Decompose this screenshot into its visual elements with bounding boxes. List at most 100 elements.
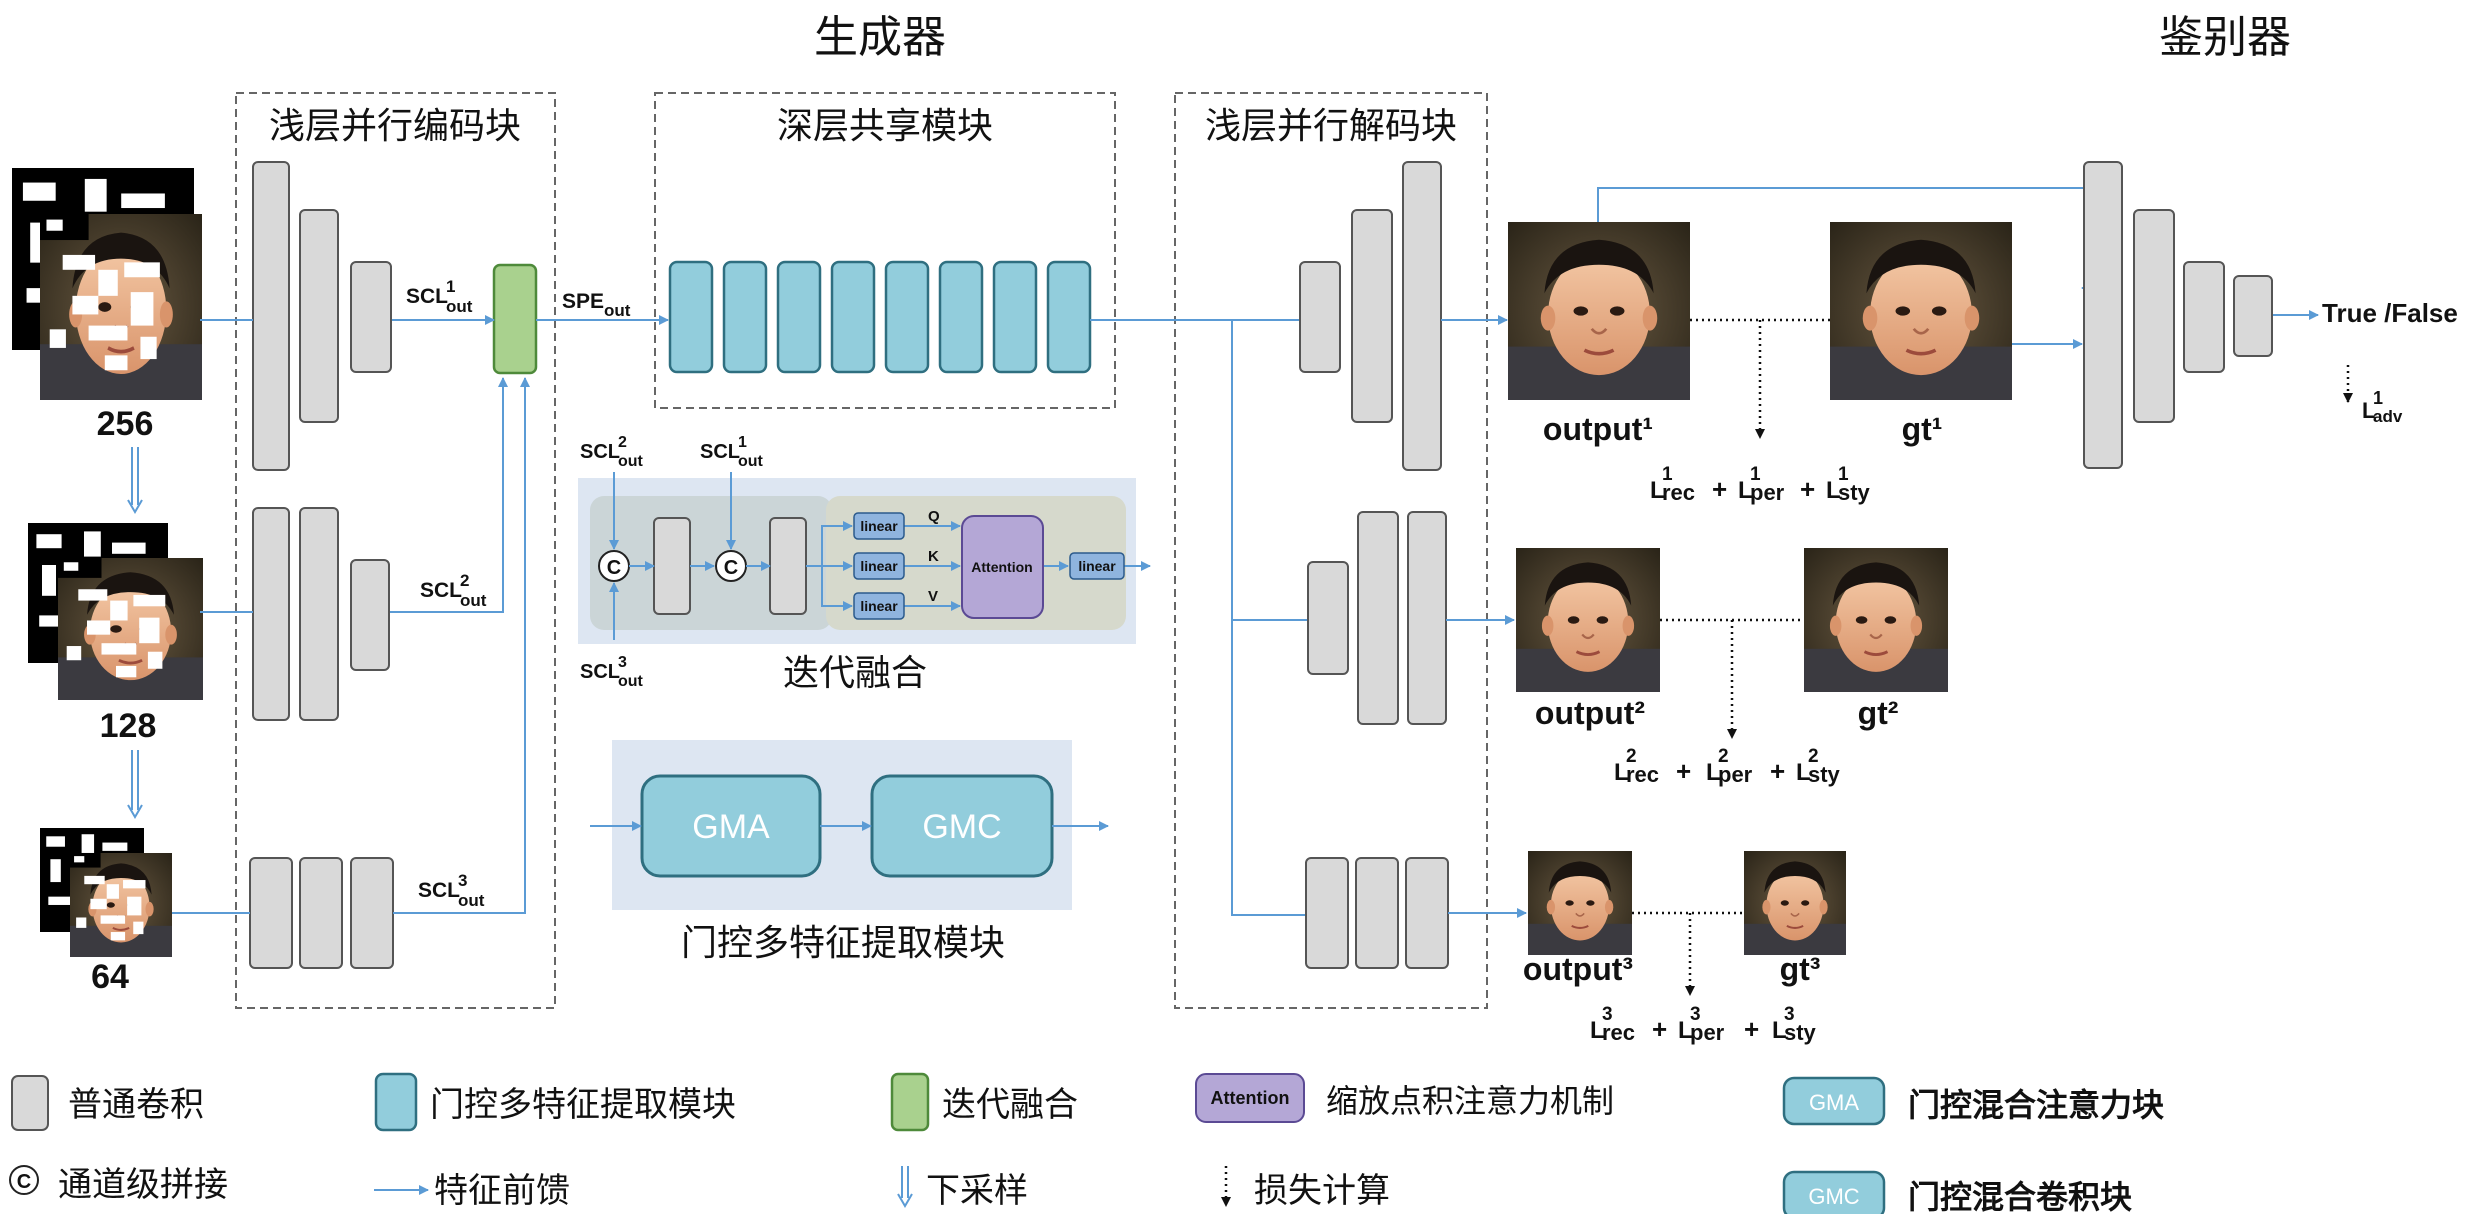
svg-text:out: out [618,673,644,690]
gt-2-image [1804,548,1948,692]
decoder-conv-blocks [1299,161,1449,969]
q-label: Q [928,508,940,525]
svg-text:1: 1 [1838,464,1849,485]
decoder-box [1174,92,1488,1009]
true-false-label: True /False [2322,298,2458,328]
scale-256: 256 [97,405,154,443]
scale-128: 128 [100,707,157,745]
legend-gmc-box-label: GMC [1808,1184,1859,1209]
gmfe-title: 门控多特征提取模块 [681,923,1005,964]
gt-3-label: gt³ [1780,951,1821,987]
legend-gma-swatch [1782,1076,1886,1126]
legend-attention-label: 缩放点积注意力机制 [1326,1082,1614,1120]
legend-loss-label: 损失计算 [1254,1171,1390,1211]
fusion-block [492,263,538,375]
decoder-title: 浅层并行解码块 [1205,106,1457,147]
output-1-label: output¹ [1543,411,1653,447]
legend-conv-label: 普通卷积 [68,1085,204,1125]
legend-down-arrow [897,1166,913,1208]
svg-text:3: 3 [458,871,467,890]
output-1-image [1508,222,1690,400]
svg-text:+: + [1676,756,1691,786]
fusion-scl-top-2: SCL 1 out [700,434,764,470]
svg-text:out: out [604,301,631,320]
gt-3-image [1744,851,1846,955]
svg-text:per: per [1750,480,1785,505]
svg-text:rec: rec [1662,480,1695,505]
k-label: K [928,548,939,565]
gt-1-image [1830,222,2012,400]
svg-text:rec: rec [1602,1020,1635,1045]
discriminator-conv-blocks [2083,161,2273,469]
shared-gmfe-blocks [668,260,1092,374]
linear-label-q: linear [860,518,898,534]
svg-text:1: 1 [1750,464,1761,485]
svg-text:+: + [1712,474,1727,504]
svg-text:2: 2 [460,571,469,590]
svg-text:SCL: SCL [580,441,620,463]
svg-text:1: 1 [1662,464,1673,485]
svg-text:+: + [1744,1014,1759,1044]
scl-label-2: SCL 2 out [420,571,487,610]
encoder-arrows [172,315,530,914]
discriminator-title: 鉴别器 [2159,12,2291,63]
svg-text:1: 1 [2373,388,2383,408]
encoder-title: 浅层并行编码块 [269,106,521,147]
svg-text:L: L [1678,1017,1693,1044]
linear-label-out: linear [1078,558,1116,574]
svg-text:out: out [618,453,644,470]
fusion-scl-top-1: SCL 2 out [580,434,644,470]
svg-text:out: out [458,891,485,910]
loss-formula-1: L 1 rec + L 1 per + L 1 sty [1650,464,1871,505]
svg-text:SCL: SCL [406,285,448,308]
svg-text:L: L [1772,1017,1787,1044]
svg-text:+: + [1770,756,1785,786]
concat-circle-1: C [598,550,630,582]
shared-box [654,92,1116,409]
legend-concat-label: 通道级拼接 [58,1165,228,1205]
scl-label-1: SCL 1 out [406,277,473,316]
shared-title: 深层共享模块 [777,106,993,147]
svg-text:out: out [460,591,487,610]
svg-text:L: L [1650,477,1665,504]
svg-text:2: 2 [1808,746,1819,767]
svg-text:3: 3 [1602,1004,1613,1025]
fusion-linear-boxes [853,512,1125,620]
svg-text:sty: sty [1784,1020,1817,1045]
input-128 [28,523,203,700]
svg-text:out: out [446,297,473,316]
svg-text:per: per [1690,1020,1725,1045]
legend-fusion-swatch [890,1072,930,1132]
svg-text:SCL: SCL [420,579,462,602]
fusion-title: 迭代融合 [783,653,927,694]
output-arrows [1441,315,1527,918]
input-256 [12,168,202,400]
svg-text:SCL: SCL [700,441,740,463]
linear-label-k: linear [860,558,898,574]
legend-concat-icon: C [9,1165,39,1195]
svg-text:1: 1 [446,277,455,296]
legend-attention-box-label: Attention [1211,1088,1290,1108]
svg-text:L: L [1738,477,1753,504]
svg-text:L: L [1590,1017,1605,1044]
scale-64: 64 [91,958,129,996]
svg-text:+: + [1800,474,1815,504]
svg-text:L: L [1796,759,1811,786]
svg-text:rec: rec [1626,762,1659,787]
svg-text:out: out [738,453,764,470]
fusion-scl-bottom: SCL 3 out [580,654,644,690]
svg-text:L: L [1826,477,1841,504]
output-2-image [1516,548,1660,692]
svg-text:3: 3 [1784,1004,1795,1025]
svg-text:per: per [1718,762,1753,787]
svg-text:1: 1 [738,434,747,451]
gmc-label: GMC [922,808,1001,846]
scl-label-3: SCL 3 out [418,871,485,910]
legend-gmc-swatch [1782,1170,1886,1214]
svg-text:2: 2 [1626,746,1637,767]
input-64 [40,828,172,957]
gt-1-label: gt¹ [1902,411,1943,447]
svg-text:L: L [2362,398,2375,423]
svg-text:L: L [1706,759,1721,786]
